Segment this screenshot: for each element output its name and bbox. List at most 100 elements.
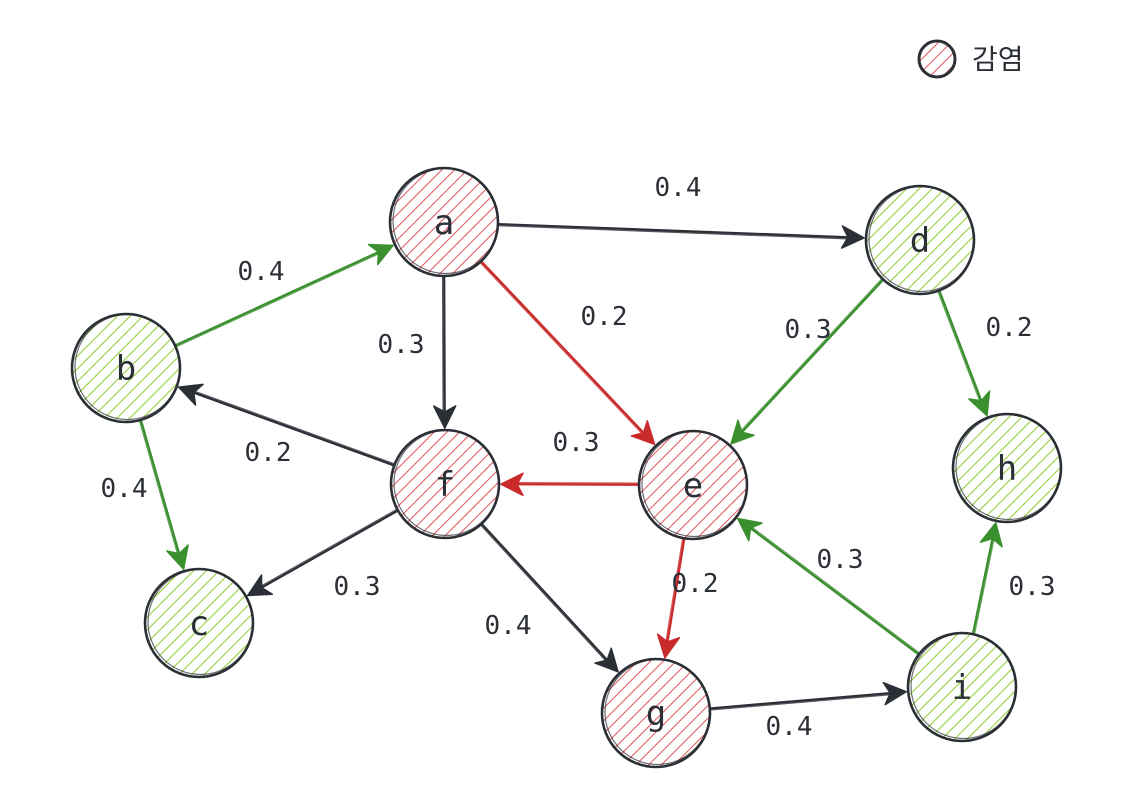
edges (138, 222, 1003, 711)
node-circle-sketch (147, 568, 254, 676)
edge-a-f (432, 274, 457, 429)
node-e: e (637, 429, 749, 541)
edge-line-sketch (973, 532, 996, 636)
node-d: d (864, 184, 976, 296)
node-label: d (910, 221, 930, 261)
edge-weight-label: 0.4 (101, 474, 148, 504)
edge-i-h (971, 522, 1003, 636)
node-label: a (434, 203, 454, 243)
edge-arrowhead (367, 243, 394, 266)
edge-line (480, 522, 613, 666)
node-label: b (116, 349, 136, 389)
node-circle-sketch (955, 413, 1062, 521)
edge-line (509, 483, 641, 486)
edge-i-e (737, 517, 921, 656)
edge-weight-label: 0.3 (553, 428, 600, 458)
node-circle-sketch (392, 167, 499, 275)
edge-line (186, 389, 396, 467)
edge-line (480, 260, 649, 439)
edge-line (665, 537, 686, 649)
edge-line-sketch (510, 482, 640, 484)
edge-line (736, 278, 885, 438)
node-circle-sketch (74, 313, 181, 421)
edge-line (173, 248, 386, 347)
edge-arrowhead (882, 681, 907, 706)
edge-d-e (730, 277, 885, 445)
edge-line (708, 691, 898, 710)
edge-arrowhead (630, 420, 656, 446)
edge-weight-label: 0.4 (655, 173, 702, 203)
edge-weight-label: 0.3 (1009, 572, 1056, 602)
edge-d-h (937, 289, 991, 417)
edge-line-sketch (255, 508, 398, 590)
node-c: c (143, 567, 255, 679)
edge-weight-label: 0.2 (245, 438, 292, 468)
edge-line-sketch (497, 224, 855, 240)
edge-arrowhead (432, 405, 457, 429)
edge-b-a (173, 243, 394, 348)
edge-line-sketch (187, 388, 396, 465)
edge-line (938, 289, 985, 408)
edge-f-c (247, 508, 400, 597)
node-circle-sketch (604, 658, 711, 766)
edge-weight-label: 0.4 (238, 257, 285, 287)
edge-arrowhead (979, 522, 1003, 548)
edge-weight-label: 0.2 (986, 313, 1033, 343)
node-circle-sketch (641, 430, 748, 538)
edge-line-sketch (937, 290, 983, 408)
edge-weight-label: 0.2 (672, 569, 719, 599)
node-f: f (389, 428, 501, 540)
edge-labels: 0.4 0.4 0.3 0.2 0.3 0.2 0.2 0.3 0.4 0.3 0.4 0.2 0.3 0… (101, 173, 1056, 742)
edge-e-f (500, 472, 641, 497)
node-label: f (435, 465, 455, 505)
edge-line-sketch (709, 693, 898, 711)
edge-g-i (708, 681, 907, 711)
node-b: b (70, 312, 182, 424)
edge-line (496, 222, 856, 239)
edge-arrowhead (594, 647, 619, 673)
node-circle-sketch (393, 429, 500, 537)
edge-weight-label: 0.4 (485, 611, 532, 641)
edge-line-sketch (138, 419, 180, 561)
edge-arrowhead (247, 574, 274, 597)
edge-weight-label: 0.3 (334, 572, 381, 602)
edge-arrowhead (730, 419, 755, 445)
node-g: g (600, 657, 712, 769)
edge-arrowhead (737, 517, 763, 542)
edge-line (443, 274, 446, 420)
edge-line-sketch (479, 524, 611, 667)
edge-weight-label: 0.4 (766, 712, 813, 742)
edge-weight-label: 0.3 (785, 315, 832, 345)
node-circle-sketch (910, 632, 1017, 740)
edge-arrowhead (840, 225, 865, 249)
edge-arrowhead (500, 472, 524, 497)
edge-line (255, 509, 400, 592)
edge-line-sketch (175, 250, 386, 348)
edge-weight-label: 0.2 (581, 302, 628, 332)
edge-line (139, 418, 182, 561)
edge-arrowhead (166, 544, 189, 570)
node-label: h (997, 449, 1017, 489)
node-a: a (388, 166, 500, 278)
edge-line (971, 531, 995, 636)
edge-arrowhead (968, 390, 991, 417)
edge-arrowhead (177, 383, 204, 406)
edge-a-d (496, 222, 865, 249)
legend-label: 감염 (972, 43, 1024, 76)
edge-line-sketch (746, 522, 921, 654)
node-h: h (951, 412, 1063, 524)
edge-weight-label: 0.3 (378, 330, 425, 360)
edge-line-sketch (736, 277, 883, 437)
node-label: e (683, 466, 703, 506)
legend-infected-swatch (917, 39, 957, 79)
edge-a-e (479, 260, 656, 446)
edge-arrowhead (656, 633, 681, 659)
edge-line-sketch (664, 537, 684, 649)
node-circle-sketch (868, 185, 975, 293)
node-label: c (189, 604, 209, 644)
edge-b-c (138, 418, 189, 570)
edge-weight-label: 0.3 (817, 545, 864, 575)
edge-f-b (177, 383, 396, 467)
